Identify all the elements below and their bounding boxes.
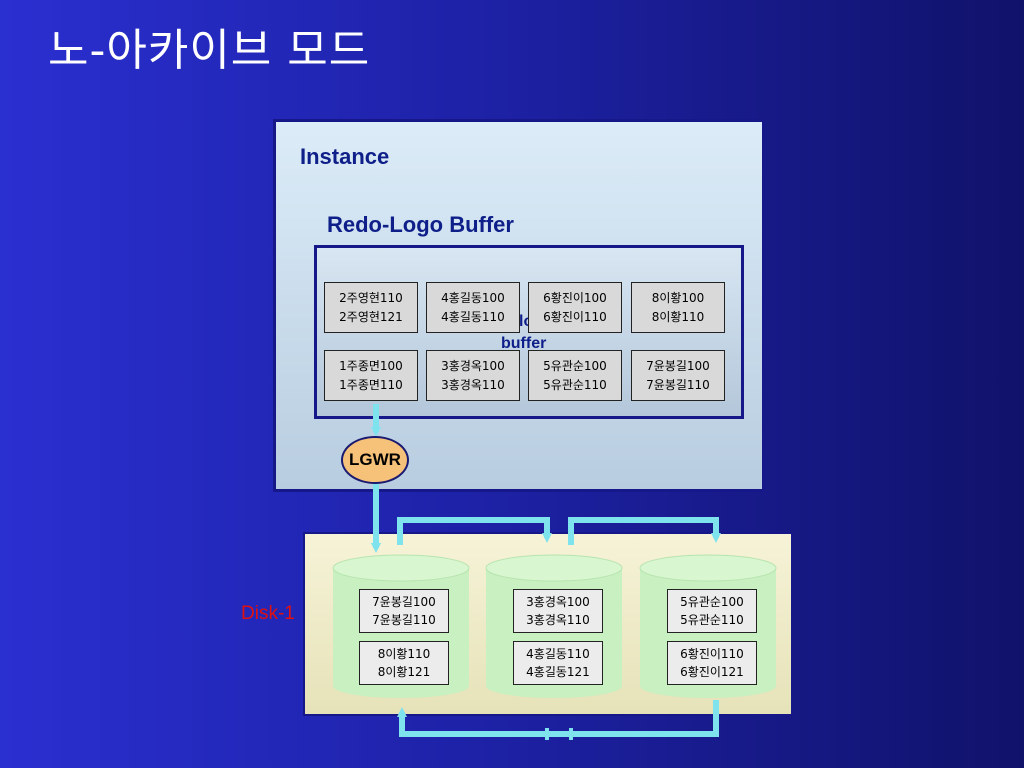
buffer-cell: 3홍경옥100 3홍경옥110 [426,350,520,401]
buffer-cell: 4홍길동100 4홍길동110 [426,282,520,333]
buffer-cell: 6황진이100 6황진이110 [528,282,622,333]
disk-file-line: 8이황110 [377,647,431,661]
redo-log-buffer-label: Redo-Logo Buffer [327,212,514,237]
buffer-cell-line: 4홍길동110 [441,309,505,324]
disk-file-line: 8이황121 [377,665,431,679]
switch-arrow-1-to-2 [397,517,552,545]
buffer-cell-line: 7윤봉길110 [646,377,710,392]
buffer-cell-line: 7윤봉길100 [646,358,710,373]
buffer-cell: 1주종면100 1주종면110 [324,350,418,401]
disk-file-entry: 5유관순100 5유관순110 [667,589,757,633]
buffer-cell-line: 5유관순110 [543,377,607,392]
buffer-cell-line: 6황진이110 [543,309,607,324]
buffer-cell-line: 5유관순100 [543,358,607,373]
disk-file-line: 3홍경옥110 [526,613,590,627]
switch-arrow-3-to-1 [397,700,719,737]
buffer-cell-line: 1주종면100 [339,358,403,373]
disk-file-entry: 6황진이110 6황진이121 [667,641,757,685]
disk-file-line: 4홍길동110 [526,647,590,661]
disk-label: Disk-1 [241,603,295,624]
disk-file-line: 6황진이110 [680,647,744,661]
disk-file-line: 5유관순100 [680,595,744,609]
disk-file-line: 6황진이121 [680,665,744,679]
buffer-cell-line: 1주종면110 [339,377,403,392]
buffer-bg-text-2: buffer [501,335,547,352]
lgwr-process: LGWR [341,436,409,484]
disk-file-line: 5유관순110 [680,613,744,627]
buffer-cell: 5유관순100 5유관순110 [528,350,622,401]
disk-file-entry: 4홍길동110 4홍길동121 [513,641,603,685]
buffer-cell-line: 2주영현110 [339,290,403,305]
buffer-cell-line: 8이황100 [651,290,705,305]
disk-file-entry: 8이황110 8이황121 [359,641,449,685]
buffer-cell-line: 8이황110 [651,309,705,324]
buffer-cell-line: 3홍경옥110 [441,377,505,392]
disk-file-entry: 3홍경옥100 3홍경옥110 [513,589,603,633]
disk-file-line: 4홍길동121 [526,665,590,679]
switch-arrow-2-to-3 [568,517,721,545]
buffer-cell-line: 4홍길동100 [441,290,505,305]
buffer-cell: 2주영현110 2주영현121 [324,282,418,333]
disk-file-line: 7윤봉길100 [372,595,436,609]
page-title: 노-아카이브 모드 [48,25,371,76]
buffer-cell-line: 6황진이100 [543,290,607,305]
instance-label: Instance [300,144,390,169]
disk-file-line: 7윤봉길110 [372,613,436,627]
buffer-cell-line: 2주영현121 [339,309,403,324]
disk-file-line: 3홍경옥100 [526,595,590,609]
disk-file-entry: 7윤봉길100 7윤봉길110 [359,589,449,633]
buffer-cell: 7윤봉길100 7윤봉길110 [631,350,725,401]
buffer-cell: 8이황100 8이황110 [631,282,725,333]
buffer-cell-line: 3홍경옥100 [441,358,505,373]
